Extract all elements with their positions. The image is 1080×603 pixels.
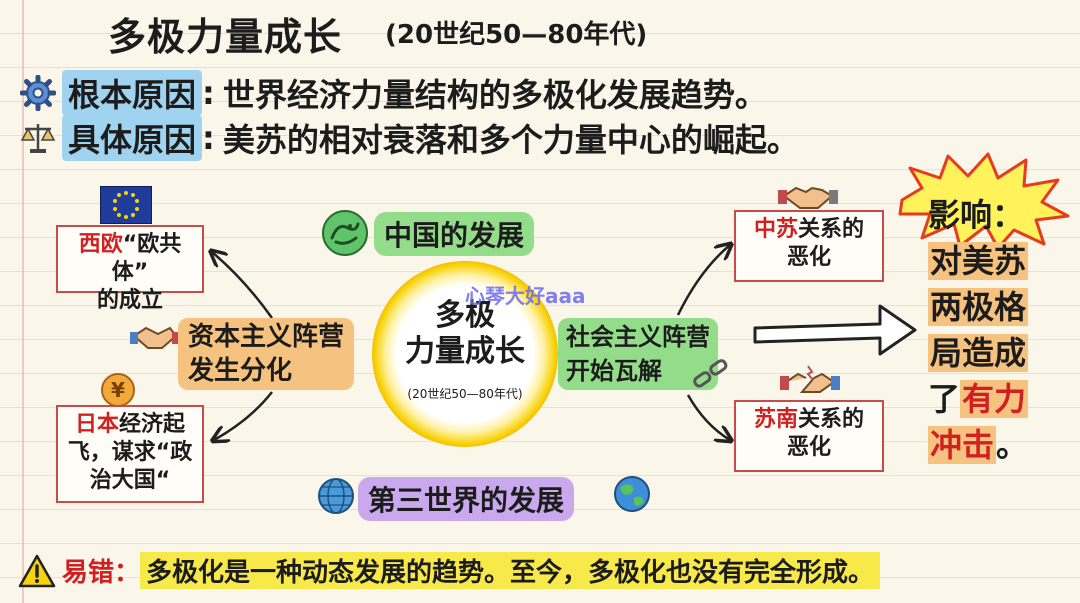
sino-soviet-line1: 中苏关系的: [744, 216, 874, 244]
earth-icon: [614, 476, 650, 512]
impact-line3-text: 局造成: [928, 334, 1029, 372]
impact-line1: 对美苏: [916, 238, 1072, 284]
handshake-icon: [130, 326, 180, 349]
page-title-period: (20世纪50—80年代): [385, 20, 648, 50]
warning-row: 易错： 多极化是一种动态发展的趋势。至今，多极化也没有完全形成。: [18, 552, 881, 589]
broken-chain-icon: [693, 359, 728, 388]
yen-coin-icon: ¥: [101, 373, 135, 407]
eu-flag-icon: [100, 186, 152, 224]
third-world-development-node: 第三世界的发展: [358, 477, 575, 521]
dragon-icon: [322, 210, 368, 256]
impact-line3: 局造成: [916, 330, 1072, 376]
warning-icon: [18, 554, 56, 587]
sino-soviet-node: 中苏关系的 恶化: [734, 210, 884, 282]
impact-line5-highlight: 冲击: [928, 426, 997, 464]
japan-line2: 飞，谋求“政: [67, 440, 193, 465]
impact-line5: 冲击。: [916, 422, 1072, 468]
warning-label: 易错：: [62, 558, 141, 588]
globe-grid-icon: [318, 478, 354, 514]
specific-reason-label: 具体原因: [62, 115, 203, 161]
center-title-line2: 力量成长: [405, 334, 525, 369]
scales-icon: [20, 124, 56, 153]
japan-highlight: 日本: [74, 412, 119, 437]
western-europe-rest: “欧共体”: [111, 232, 182, 285]
fundamental-reason-text: 世界经济力量结构的多极化发展趋势。: [222, 76, 767, 114]
japan-node: 日本经济起 飞，谋求“政 治大国“: [56, 405, 204, 503]
impact-line4: 了有力: [916, 376, 1072, 422]
warning-text: 多极化是一种动态发展的趋势。至今，多极化也没有完全形成。: [140, 552, 881, 589]
sino-soviet-highlight: 中苏: [753, 217, 798, 242]
japan-rest: 经济起: [119, 412, 186, 437]
impact-label: 影响：: [928, 196, 1025, 234]
colon: :: [202, 119, 215, 157]
colon: :: [202, 74, 215, 112]
watermark: 心琴大好aaa: [465, 284, 586, 308]
specific-reason-text: 美苏的相对衰落和多个力量中心的崛起。: [222, 121, 799, 159]
impact-line2-text: 两极格: [928, 288, 1029, 326]
impact-line5-post: 。: [996, 426, 1029, 464]
capitalist-camp-line1: 资本主义阵营: [188, 322, 345, 352]
specific-reason-row: 具体原因 : 美苏的相对衰落和多个力量中心的崛起。: [20, 115, 799, 161]
western-europe-line1: 西欧“欧共体”: [66, 231, 194, 287]
socialist-camp-node: 社会主义阵营 开始瓦解: [558, 318, 718, 390]
impact-line2: 两极格: [916, 284, 1072, 330]
handshake-broken-icon: [778, 186, 838, 209]
handshake-split-icon: [780, 365, 840, 393]
soviet-yugoslav-line2: 恶化: [786, 435, 831, 460]
impact-block: 影响： 对美苏 两极格 局造成 了有力 冲击。: [916, 192, 1072, 468]
japan-line1: 日本经济起: [66, 411, 194, 439]
fundamental-reason-row: 根本原因 : 世界经济力量结构的多极化发展趋势。: [20, 70, 767, 116]
western-europe-node: 西欧“欧共体” 的成立: [56, 225, 204, 313]
china-development-node: 中国的发展: [374, 212, 535, 256]
socialist-camp-line2: 开始瓦解: [566, 357, 662, 385]
fundamental-reason-label: 根本原因: [62, 70, 203, 116]
sino-soviet-line2: 恶化: [786, 245, 831, 270]
impact-line4-highlight: 有力: [960, 380, 1029, 418]
center-ring: [372, 261, 558, 447]
gear-icon: [20, 75, 56, 111]
page-title: 多极力量成长: [108, 15, 343, 59]
impact-line1-text: 对美苏: [928, 242, 1029, 280]
center-period: (20世纪50—80年代): [407, 387, 523, 401]
impact-burst-icon: [898, 152, 1070, 250]
capitalist-camp-line2: 发生分化: [188, 356, 293, 386]
western-europe-highlight: 西欧: [78, 232, 123, 257]
center-title: 多极 力量成长: [372, 298, 558, 370]
soviet-yugoslav-rest: 关系的: [798, 407, 865, 432]
western-europe-line2: 的成立: [96, 288, 163, 313]
sino-soviet-rest: 关系的: [798, 217, 865, 242]
soviet-yugoslav-node: 苏南关系的 恶化: [734, 400, 884, 472]
svg-text:¥: ¥: [111, 378, 125, 402]
soviet-yugoslav-highlight: 苏南: [753, 407, 798, 432]
impact-line4-pre: 了: [928, 380, 961, 418]
capitalist-camp-node: 资本主义阵营 发生分化: [178, 318, 355, 390]
soviet-yugoslav-line1: 苏南关系的: [744, 406, 874, 434]
socialist-camp-line1: 社会主义阵营: [566, 323, 710, 351]
japan-line3: 治大国“: [89, 468, 171, 493]
center-title-line1: 多极: [435, 298, 495, 333]
